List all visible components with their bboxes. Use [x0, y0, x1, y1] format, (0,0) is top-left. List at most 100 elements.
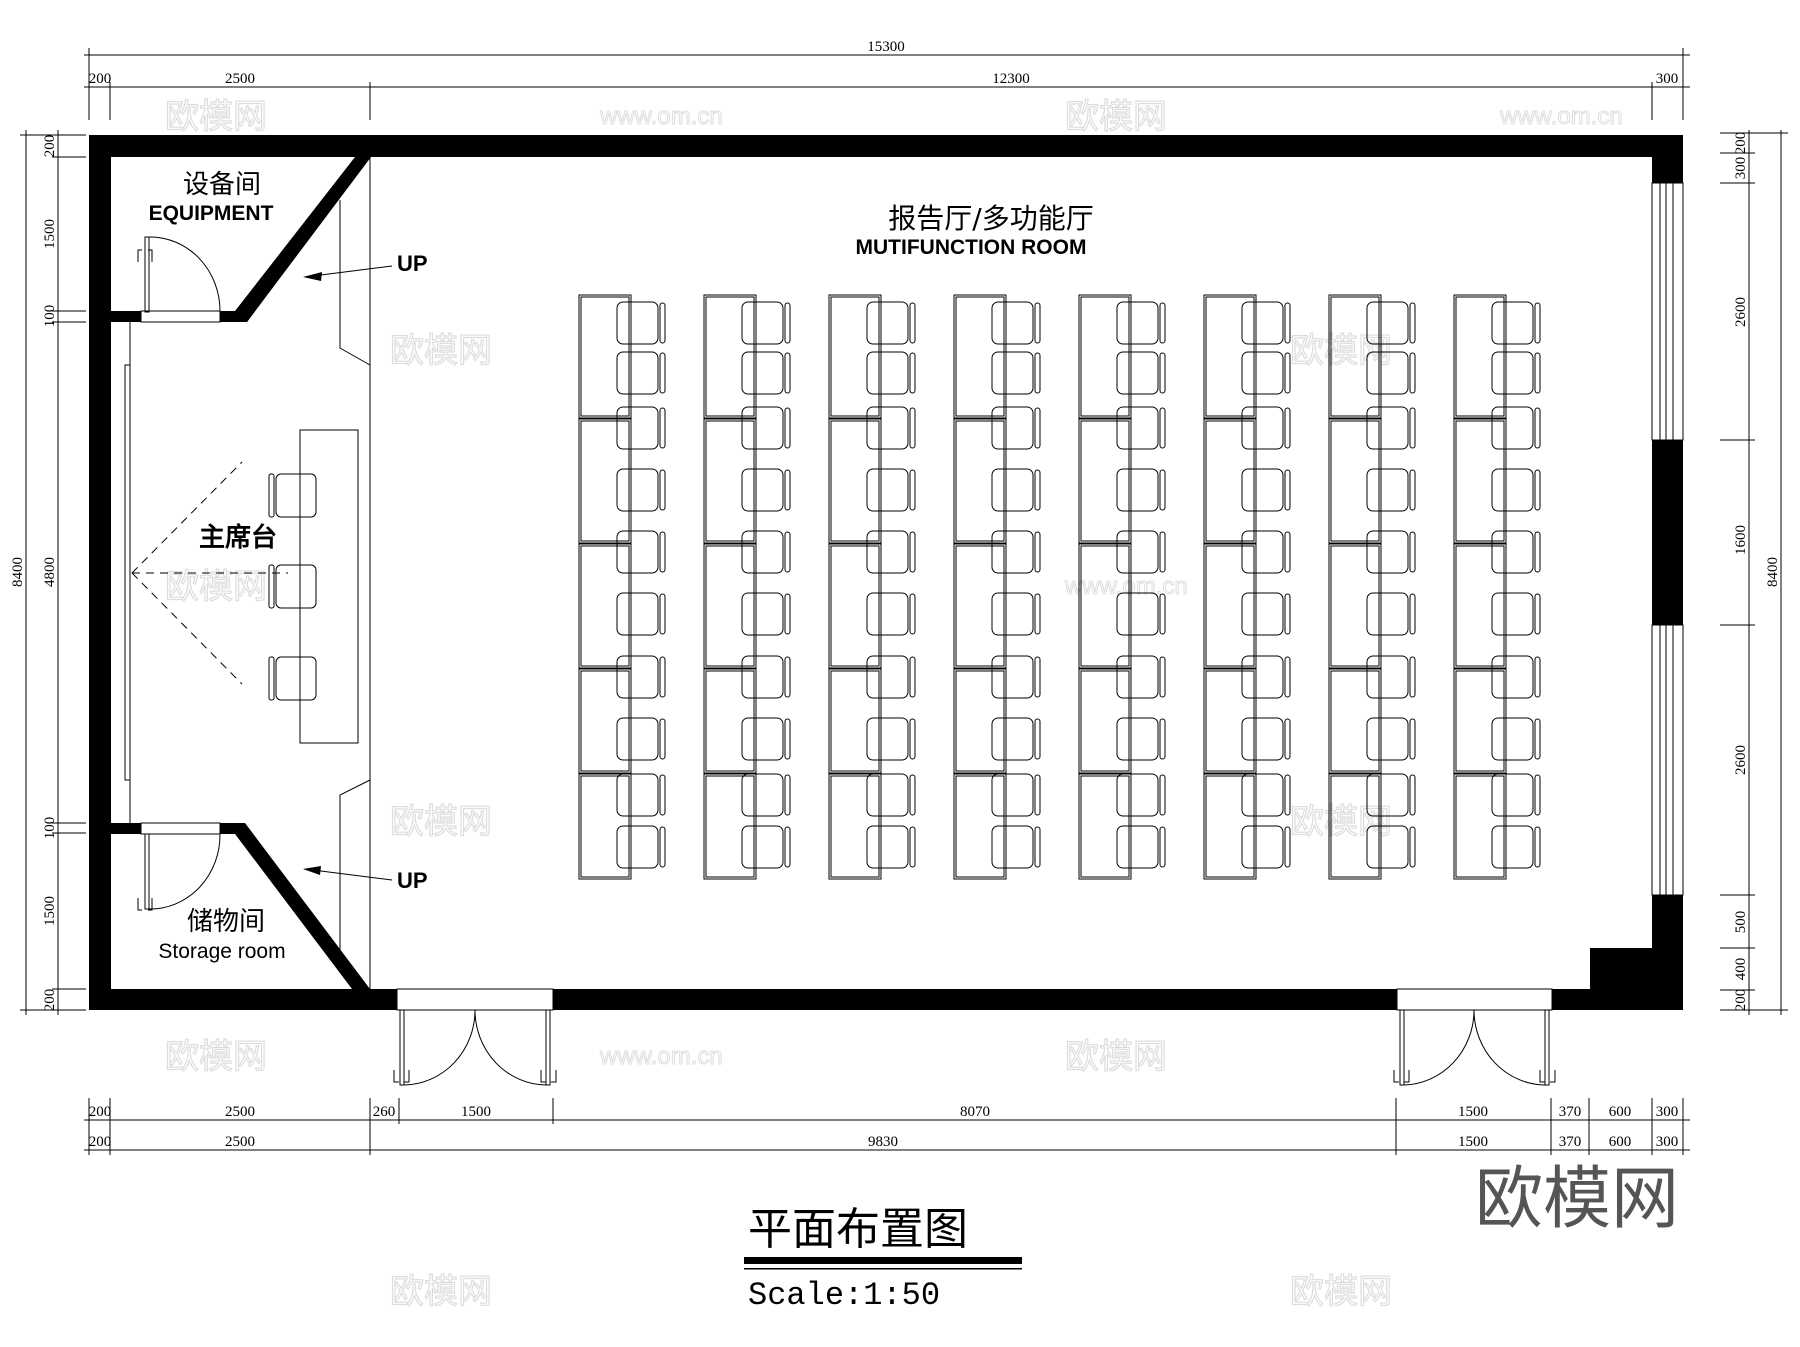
- dim-bottom2-600: 600: [1609, 1134, 1632, 1150]
- chair-icon: [866, 825, 916, 869]
- chair-icon: [741, 351, 791, 395]
- chair-icon: [1241, 351, 1291, 395]
- chair-icon: [1366, 592, 1416, 636]
- chair-icon: [741, 825, 791, 869]
- storage-room-label-cn: 储物间: [187, 907, 265, 937]
- storage-room-door[interactable]: [137, 822, 221, 911]
- desk: [828, 294, 882, 419]
- desk: [1328, 543, 1382, 669]
- dim-bottom1-200: 200: [89, 1104, 112, 1120]
- seat-column: [828, 294, 916, 880]
- chair-icon: [741, 773, 791, 817]
- dim-bottom1-8070: 8070: [960, 1104, 990, 1120]
- desk: [828, 418, 882, 544]
- drawing-scale: Scale:1:50: [748, 1277, 940, 1314]
- dim-right-300: 300: [1733, 157, 1749, 180]
- chair-icon: [1116, 351, 1166, 395]
- dim-top-200: 200: [89, 71, 112, 87]
- chair-icon: [866, 655, 916, 699]
- chair-icon: [1366, 655, 1416, 699]
- chair-icon: [741, 717, 791, 761]
- up-arrow-top: UP: [303, 251, 428, 281]
- dim-bottom1-1500: 1500: [461, 1104, 491, 1120]
- dim-bottom2-300: 300: [1656, 1134, 1679, 1150]
- equipment-room-door[interactable]: [137, 236, 221, 323]
- watermark-brand: 欧模网: [1290, 331, 1392, 371]
- window-upper: [1651, 182, 1684, 441]
- up-label-bottom: UP: [397, 868, 428, 893]
- dim-bottom1-1500: 1500: [1458, 1104, 1488, 1120]
- chair-icon: [991, 773, 1041, 817]
- watermark-brand: 欧模网: [390, 802, 492, 842]
- desk: [953, 543, 1007, 669]
- desk: [1078, 668, 1132, 774]
- seating-grid: [578, 294, 1541, 880]
- dim-right-500: 500: [1733, 911, 1749, 934]
- chair-icon: [991, 301, 1041, 345]
- chair-icon: [741, 406, 791, 450]
- main-door-left[interactable]: [393, 988, 557, 1086]
- chair-icon: [1366, 406, 1416, 450]
- dim-bottom1-260: 260: [373, 1104, 396, 1120]
- dim-bottom1-300: 300: [1656, 1104, 1679, 1120]
- chair-icon: [1366, 301, 1416, 345]
- dim-right-2600: 2600: [1733, 297, 1749, 327]
- walls: [89, 135, 1683, 1010]
- chair-icon: [1241, 655, 1291, 699]
- watermark-brand: 欧模网: [1290, 1272, 1392, 1312]
- desk: [828, 543, 882, 669]
- dim-right-2600: 2600: [1733, 745, 1749, 775]
- chair-icon: [741, 655, 791, 699]
- chair-icon: [1491, 530, 1541, 574]
- bottom-dimensions: 200 2500 260 1500 8070 1500 370 600 300 …: [84, 1098, 1690, 1155]
- desk: [1453, 668, 1507, 774]
- chair-icon: [866, 773, 916, 817]
- chair-icon: [1491, 717, 1541, 761]
- main-door-right[interactable]: [1393, 988, 1556, 1086]
- drawing-title: 平面布置图: [748, 1204, 968, 1255]
- podium-chairs: [268, 473, 317, 701]
- dim-left-total: 8400: [10, 557, 26, 587]
- chair-icon: [866, 717, 916, 761]
- chair-icon: [1366, 530, 1416, 574]
- chair-icon: [616, 825, 666, 869]
- chair-icon: [741, 530, 791, 574]
- chair-icon: [616, 468, 666, 512]
- chair-icon: [1491, 351, 1541, 395]
- desk: [1203, 418, 1257, 544]
- dim-bottom2-9830: 9830: [868, 1134, 898, 1150]
- dim-left-1500: 1500: [42, 219, 58, 249]
- chair-icon: [741, 592, 791, 636]
- dim-bottom1-2500: 2500: [225, 1104, 255, 1120]
- chair-icon: [616, 655, 666, 699]
- chair-icon: [1241, 773, 1291, 817]
- seat-column: [703, 294, 791, 880]
- chair-icon: [1116, 406, 1166, 450]
- podium-table: [299, 429, 359, 744]
- chair-icon: [1116, 530, 1166, 574]
- desk: [703, 543, 757, 669]
- watermark-url: www.om.cn: [599, 1043, 723, 1070]
- chair-icon: [1116, 592, 1166, 636]
- chair-icon: [741, 301, 791, 345]
- desk: [578, 294, 632, 419]
- watermark-brand: 欧模网: [165, 1037, 267, 1077]
- chair-icon: [1116, 301, 1166, 345]
- chair-icon: [1491, 655, 1541, 699]
- top-dimensions: 15300 200 2500 12300 300: [84, 39, 1690, 120]
- desk: [1078, 543, 1132, 669]
- dim-bottom2-200: 200: [89, 1134, 112, 1150]
- desk: [578, 668, 632, 774]
- desk: [953, 668, 1007, 774]
- chair-icon: [1241, 825, 1291, 869]
- desk: [1328, 294, 1382, 419]
- chair-icon: [866, 301, 916, 345]
- equipment-room-label-en: EQUIPMENT: [149, 202, 274, 225]
- up-label-top: UP: [397, 251, 428, 276]
- brand-watermark: 欧模网: [1475, 1160, 1679, 1239]
- dim-bottom1-600: 600: [1609, 1104, 1632, 1120]
- seat-column: [578, 294, 666, 880]
- chair-icon: [1366, 351, 1416, 395]
- chair-icon: [741, 468, 791, 512]
